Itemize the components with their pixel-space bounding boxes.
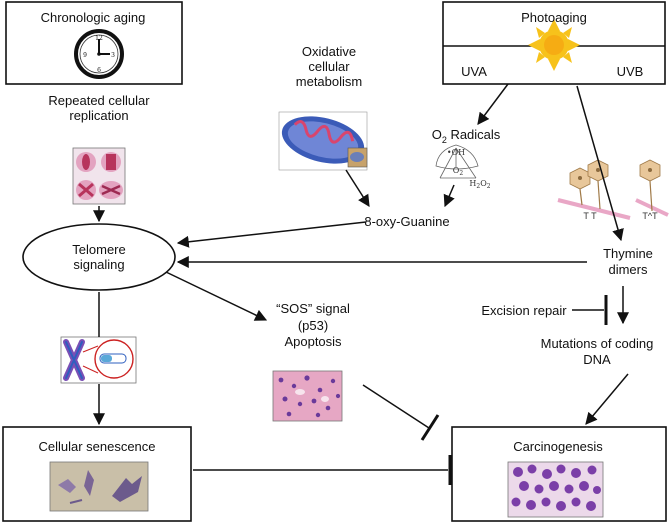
o2-molecule-label: O2 xyxy=(453,166,464,177)
svg-text:9: 9 xyxy=(83,52,87,59)
chronologic-aging-label: Chronologic aging xyxy=(41,10,146,25)
carcinogenesis-label: Carcinogenesis xyxy=(513,439,603,454)
carcinogenesis-histology-image xyxy=(507,461,604,518)
arrow-guanine-to-telomere xyxy=(176,221,367,248)
telomere-signaling-ellipse xyxy=(22,223,176,291)
uvb-label: UVB xyxy=(617,64,644,79)
oh-radical-label: •OH xyxy=(447,148,465,157)
replication-label-line1: Repeated cellular xyxy=(48,93,150,108)
svg-text:6: 6 xyxy=(97,67,101,74)
t-hat-t-label: T^T xyxy=(642,211,658,221)
arrow-uva-to-radicals xyxy=(477,83,509,125)
arrow-telomere-to-sos xyxy=(165,271,268,321)
o2-radicals-label: O2 Radicals xyxy=(432,127,501,145)
oxygen-radical-diagram xyxy=(435,144,479,179)
arrow-uvb-to-thymine xyxy=(576,85,624,242)
sun-icon xyxy=(528,19,580,71)
sos-label-line2: (p53) xyxy=(298,318,328,333)
oxy-guanine-label: 8-oxy-Guanine xyxy=(364,214,449,229)
apoptosis-histology-image xyxy=(272,370,343,422)
arrow-radicals-to-guanine xyxy=(443,184,455,208)
sos-label-line3: Apoptosis xyxy=(284,334,342,349)
arrow-mutations-to-carcinogenesis xyxy=(585,373,629,425)
clock-icon: 12 3 6 9 xyxy=(74,29,124,79)
oxidative-label-line3: metabolism xyxy=(296,74,362,89)
cellular-senescence-label: Cellular senescence xyxy=(38,439,155,454)
uva-label: UVA xyxy=(461,64,487,79)
mitochondrion-image xyxy=(278,111,368,171)
tt-label: T T xyxy=(583,211,597,221)
mutations-label-line2: DNA xyxy=(583,352,611,367)
oxidative-label-line2: cellular xyxy=(308,59,350,74)
sos-label-line1: “SOS” signal xyxy=(276,301,350,316)
inhibit-line-apoptosis xyxy=(362,384,430,429)
photoaging-label: Photoaging xyxy=(521,10,587,25)
telomere-label-line2: signaling xyxy=(73,257,124,272)
svg-text:3: 3 xyxy=(111,52,115,59)
inhibit-bar-apoptosis xyxy=(420,414,440,441)
excision-repair-label: Excision repair xyxy=(481,303,567,318)
thymine-label-line1: Thymine xyxy=(603,246,653,261)
cell-replication-image xyxy=(72,147,126,205)
replication-label-line2: replication xyxy=(69,108,128,123)
senescent-cells-image xyxy=(49,461,149,512)
telomere-label-line1: Telomere xyxy=(72,242,125,257)
mutations-label-line1: Mutations of coding xyxy=(541,336,654,351)
arrow-mitochondrion-to-guanine xyxy=(345,169,370,208)
svg-text:12: 12 xyxy=(95,35,103,42)
h2o2-label: H2O2 xyxy=(469,179,490,190)
thymine-label-line2: dimers xyxy=(608,262,648,277)
chromosome-image xyxy=(60,336,137,384)
oxidative-label-line1: Oxidative xyxy=(302,44,356,59)
